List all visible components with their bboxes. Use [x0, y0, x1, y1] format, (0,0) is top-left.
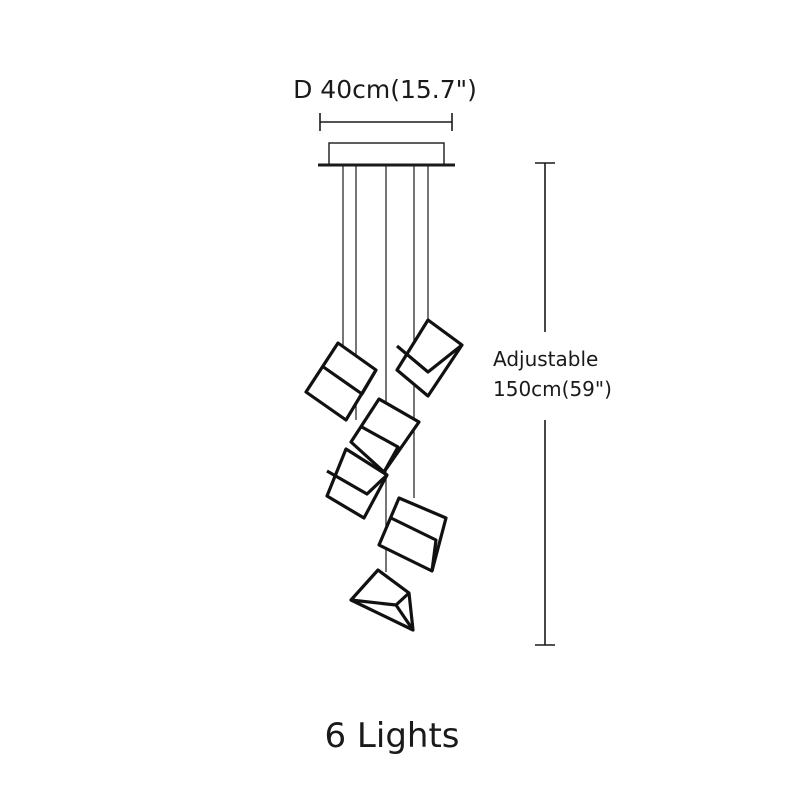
height-label-line1: Adjustable — [493, 347, 598, 371]
diameter-label: D 40cm(15.7") — [293, 75, 477, 104]
caption: 6 Lights — [324, 716, 459, 756]
pendant-cubes — [304, 318, 464, 632]
pendant-cube — [395, 318, 464, 398]
pendant-cube — [349, 568, 415, 632]
ceiling-canopy — [318, 142, 455, 167]
pendant-cube — [304, 341, 378, 422]
diameter-dimension-line — [319, 113, 453, 131]
height-label-line2: 150cm(59") — [493, 377, 612, 401]
pendant-cube — [325, 447, 389, 520]
height-dimension-line — [535, 162, 555, 646]
pendant-cube — [377, 496, 448, 573]
suspension-cables — [342, 165, 429, 572]
